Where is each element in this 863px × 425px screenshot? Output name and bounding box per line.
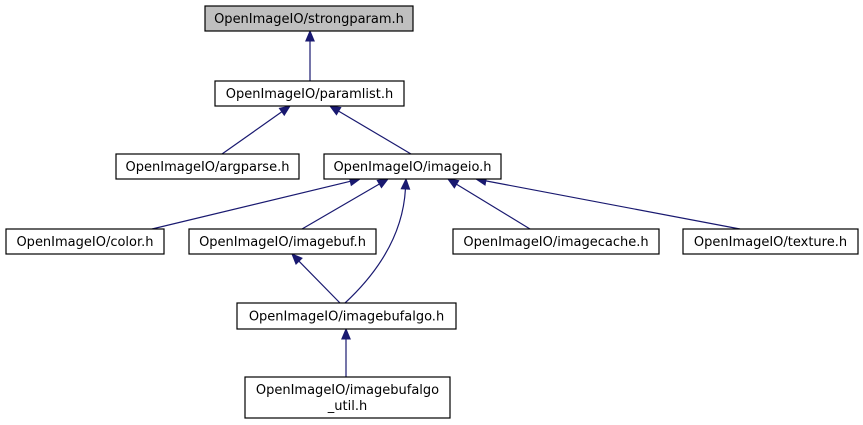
node-imagebufalgo-util[interactable]: OpenImageIO/imagebufalgo_util.h [244,376,451,419]
node-box [214,80,405,107]
node-argparse[interactable]: OpenImageIO/argparse.h [115,153,300,180]
node-label: OpenImageIO/imageio.h [333,160,491,175]
edge-imagebuf-to-imageio [301,178,390,230]
edge-arrowhead [376,178,390,189]
edge-arrowhead [291,253,303,265]
node-box [452,228,660,255]
node-box [244,376,451,419]
edge-line [298,260,341,304]
edge-imageio-to-paramlist [328,105,412,155]
edge-arrowhead [305,29,315,42]
node-color[interactable]: OpenImageIO/color.h [5,228,165,255]
edge-line [338,110,412,155]
node-label: OpenImageIO/argparse.h [126,160,290,175]
edge-imagebufalgo-to-imagebuf [291,253,341,304]
node-box [188,228,377,255]
edge-line [485,180,741,230]
node-box [682,228,859,255]
edge-texture-to-imageio [474,176,741,230]
edge-line [221,111,283,155]
node-label: OpenImageIO/strongparam.h [214,12,404,27]
node-imagebuf[interactable]: OpenImageIO/imagebuf.h [188,228,377,255]
node-label: OpenImageIO/imagecache.h [463,235,648,250]
edge-line [344,188,407,304]
node-label: _util.h [327,399,367,414]
edge-line [151,180,351,230]
edge-argparse-to-paramlist [221,105,292,155]
graph-nodes: OpenImageIO/strongparam.hOpenImageIO/par… [5,5,859,419]
node-imagecache[interactable]: OpenImageIO/imagecache.h [452,228,660,255]
node-box [204,5,414,32]
node-label: OpenImageIO/imagebuf.h [199,235,366,250]
edge-arrowhead [400,177,411,190]
node-label: OpenImageIO/paramlist.h [226,87,394,102]
edge-imagecache-to-imageio [446,178,531,230]
node-label: OpenImageIO/imagebufalgo [256,383,439,398]
node-label: OpenImageIO/texture.h [694,235,847,250]
node-imageio[interactable]: OpenImageIO/imageio.h [323,153,502,180]
node-strongparam: OpenImageIO/strongparam.h [204,5,414,32]
node-label: OpenImageIO/color.h [16,235,153,250]
edge-paramlist-to-strongparam [305,29,315,81]
edge-arrowhead [278,105,292,117]
node-box [5,228,165,255]
node-label: OpenImageIO/imagebufalgo.h [249,310,444,325]
edge-line [456,183,531,230]
node-box [323,153,502,180]
edge-arrowhead [446,178,460,189]
edge-color-to-imageio [151,176,362,230]
node-imagebufalgo[interactable]: OpenImageIO/imagebufalgo.h [236,302,457,330]
node-texture[interactable]: OpenImageIO/texture.h [682,228,859,255]
node-box [115,153,300,180]
edge-arrowhead [328,105,342,116]
node-box [236,302,457,330]
edge-line [301,183,380,230]
edge-arrowhead [341,327,351,340]
node-paramlist[interactable]: OpenImageIO/paramlist.h [214,80,405,107]
edge-imagebufalgo-to-imageio [344,177,411,304]
edge-imagebufalgo_util-to-imagebufalgo [341,327,351,377]
